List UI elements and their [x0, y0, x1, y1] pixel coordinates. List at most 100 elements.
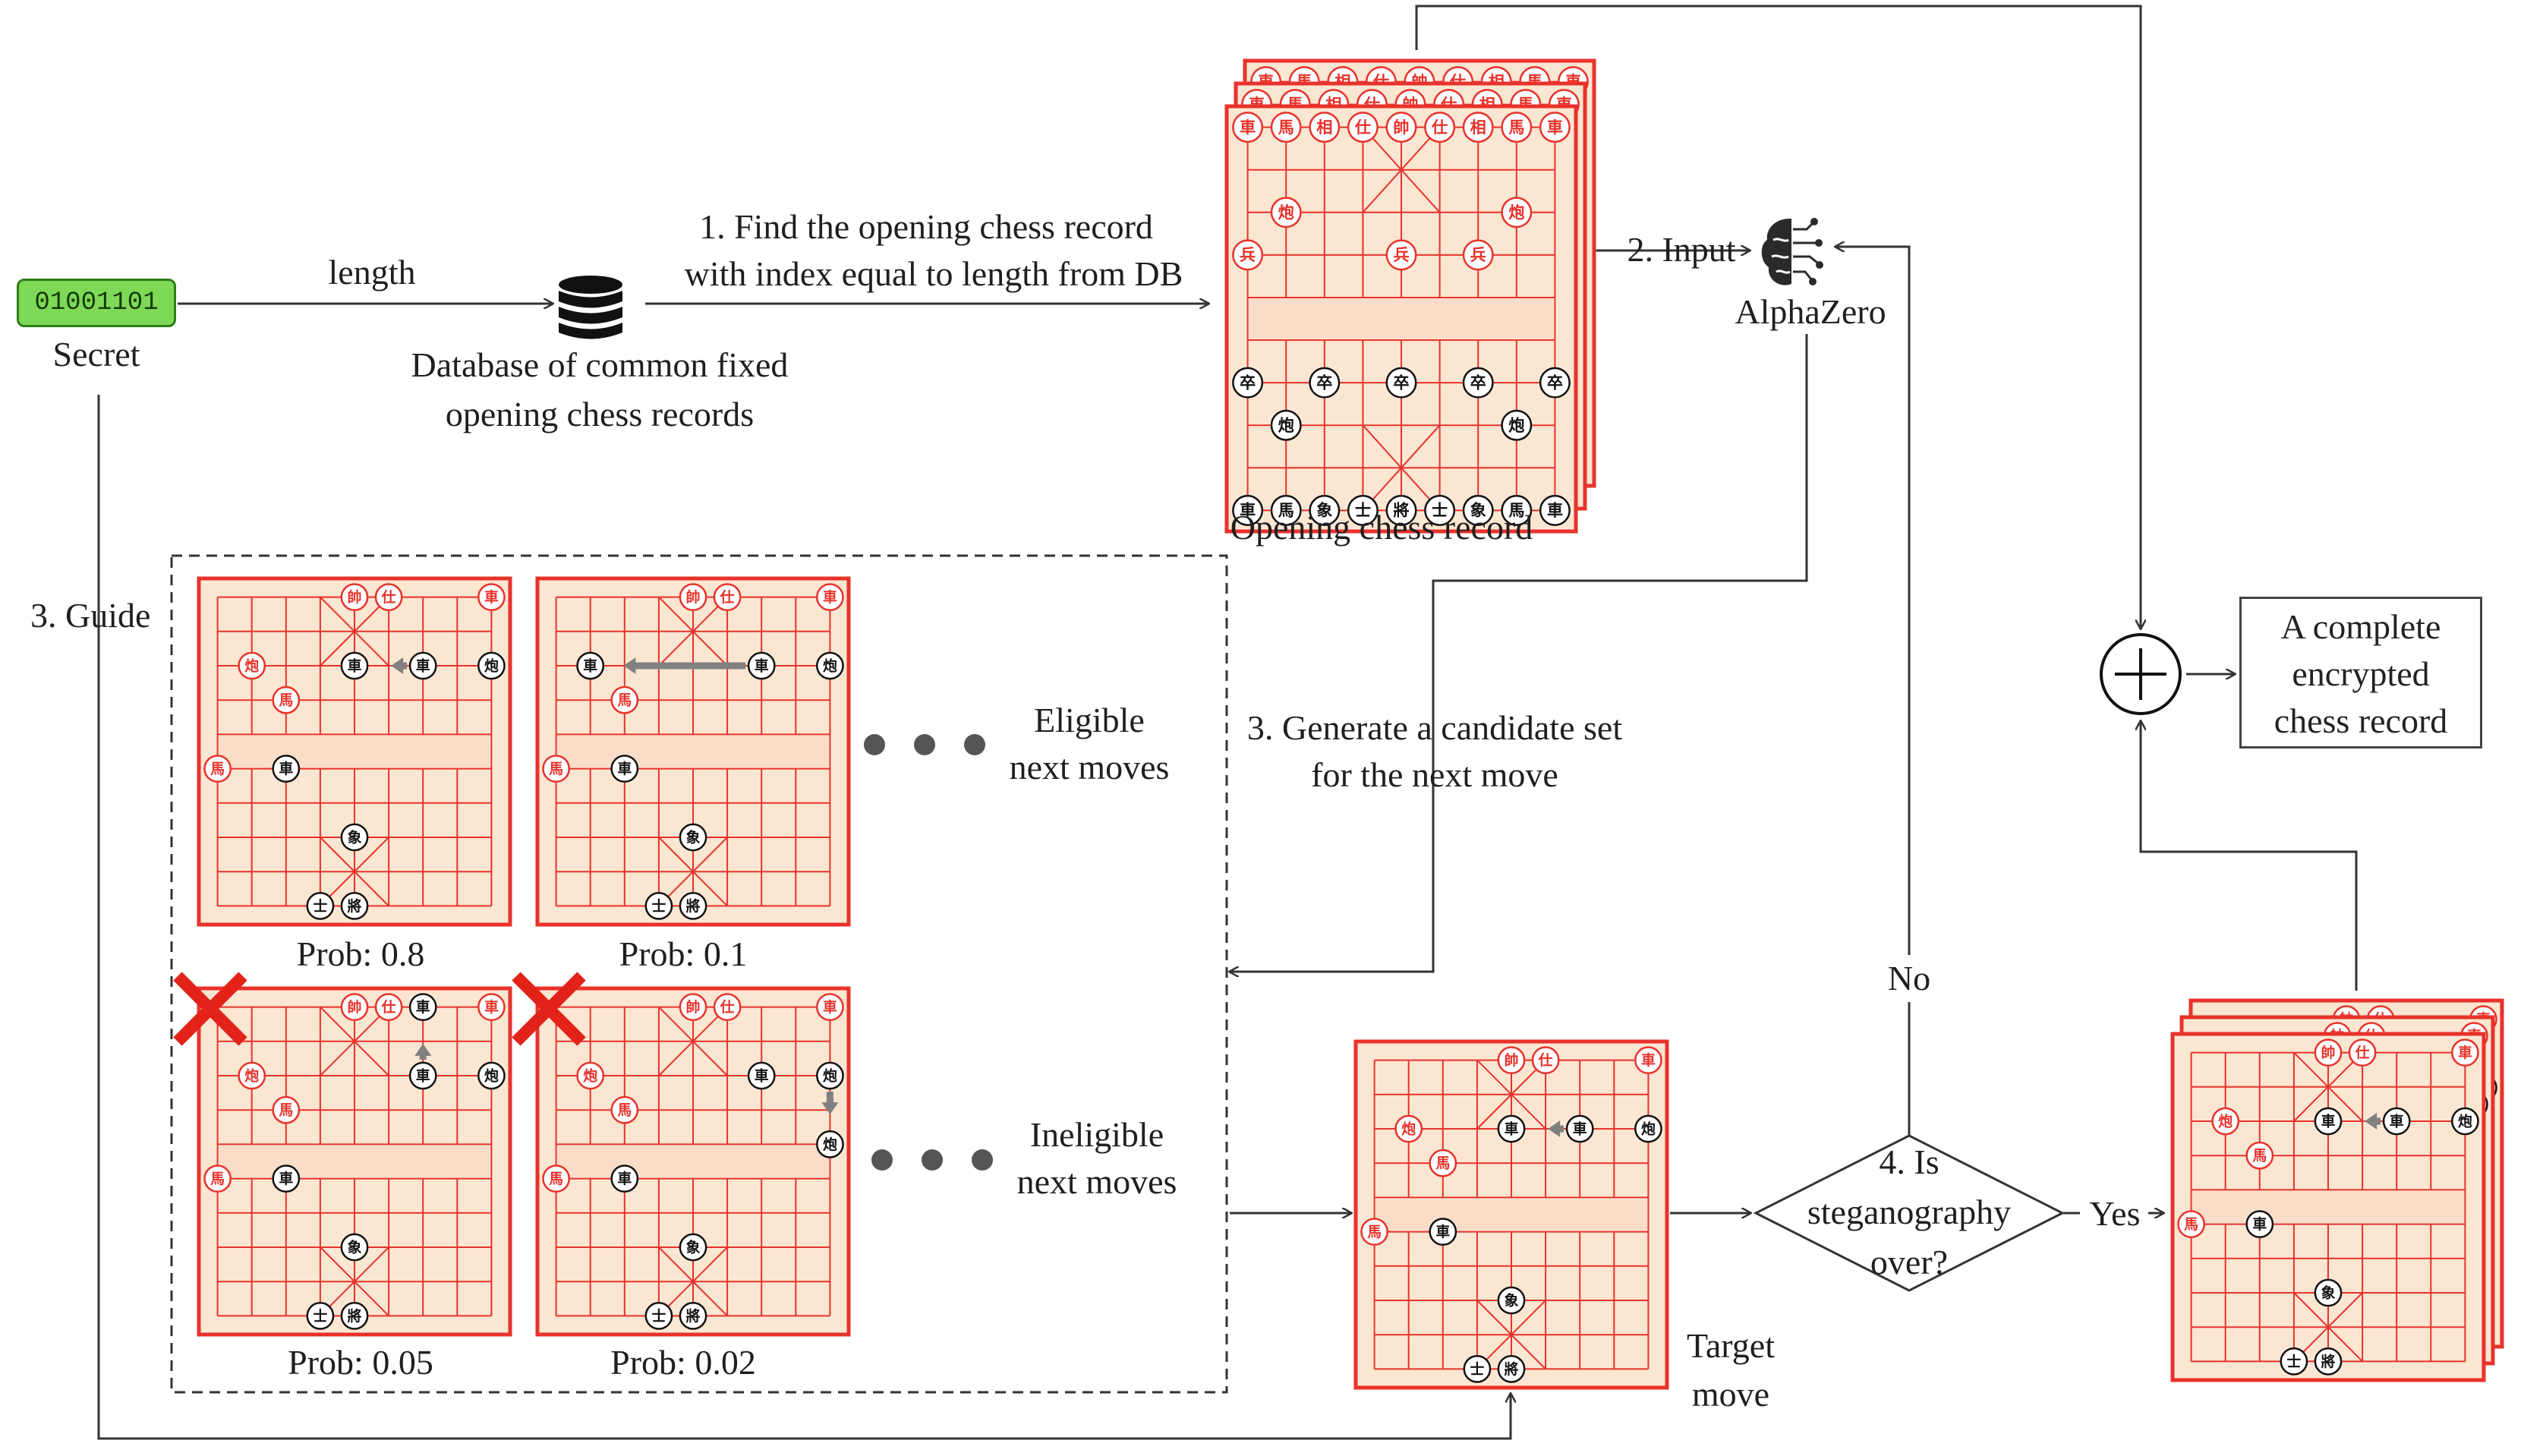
- red-piece: 相: [1462, 112, 1494, 143]
- red-piece: 馬: [203, 755, 232, 783]
- red-piece: 馬: [1501, 112, 1533, 143]
- black-piece: 炮: [477, 651, 506, 680]
- svg-text:仕: 仕: [2355, 1044, 2370, 1061]
- svg-text:車: 車: [416, 998, 430, 1016]
- step1-line1: 1. Find the opening chess record: [699, 207, 1153, 246]
- black-piece: 車: [1565, 1114, 1594, 1143]
- black-piece: 車: [1497, 1114, 1526, 1143]
- svg-text:象: 象: [1470, 501, 1486, 520]
- red-piece: 帥: [1385, 112, 1417, 143]
- black-piece: 車: [408, 651, 437, 680]
- no-label: No: [1875, 955, 1943, 1002]
- black-piece: 車: [1232, 494, 1264, 526]
- step1-line2: with index equal to length from DB: [684, 254, 1183, 293]
- svg-text:士: 士: [651, 898, 666, 915]
- red-piece: 炮: [238, 1061, 266, 1090]
- svg-text:士: 士: [1470, 1361, 1484, 1378]
- result-line2: encrypted: [2292, 654, 2430, 693]
- svg-text:帥: 帥: [686, 998, 701, 1016]
- svg-text:炮: 炮: [2458, 1113, 2472, 1130]
- svg-text:車: 車: [416, 657, 430, 675]
- move-arrow: [391, 657, 408, 674]
- candidate-board-4: 帥仕車炮馬馬車象士將炮車炮: [535, 986, 851, 1337]
- svg-text:將: 將: [2321, 1353, 2336, 1370]
- svg-text:卒: 卒: [1393, 373, 1409, 392]
- circled-plus-icon: [2100, 633, 2182, 715]
- svg-text:炮: 炮: [244, 1067, 259, 1085]
- svg-text:士: 士: [313, 1308, 327, 1325]
- candidate-board-3: 帥仕車炮馬馬車象士將炮車車: [197, 986, 512, 1337]
- red-piece: 帥: [679, 583, 707, 611]
- red-piece: 車: [477, 583, 506, 611]
- svg-text:帥: 帥: [686, 588, 701, 606]
- red-x-icon: [173, 972, 247, 1046]
- final-record-board: 帥仕車炮馬馬車象士將炮車車: [2170, 1032, 2486, 1382]
- svg-text:兵: 兵: [1470, 246, 1486, 264]
- svg-text:炮: 炮: [1401, 1120, 1416, 1138]
- svg-text:將: 將: [686, 897, 701, 915]
- ineligible-line1: Ineligible: [1029, 1115, 1164, 1154]
- candidate-prob-2: Prob: 0.1: [619, 934, 748, 973]
- black-piece: 炮: [1501, 409, 1533, 441]
- svg-text:車: 車: [1547, 502, 1563, 520]
- svg-text:將: 將: [348, 1307, 362, 1325]
- secret-label: Secret: [52, 335, 140, 373]
- svg-text:車: 車: [484, 588, 499, 606]
- red-piece: 馬: [2177, 1210, 2205, 1238]
- svg-text:將: 將: [1393, 502, 1409, 520]
- svg-text:馬: 馬: [279, 1102, 293, 1119]
- svg-text:帥: 帥: [1393, 118, 1409, 137]
- red-piece: 車: [1232, 112, 1264, 143]
- svg-text:炮: 炮: [1278, 416, 1294, 435]
- svg-text:卒: 卒: [1240, 373, 1256, 392]
- candidate-board-1: 帥仕車炮馬馬車象士將炮車車: [197, 576, 512, 927]
- black-piece: 象: [1462, 494, 1494, 526]
- svg-text:馬: 馬: [617, 1102, 632, 1119]
- black-piece: 車: [747, 651, 776, 680]
- black-piece: 車: [747, 1061, 776, 1090]
- black-piece: 車: [1429, 1218, 1457, 1246]
- svg-text:相: 相: [1316, 118, 1332, 137]
- red-piece: 車: [1634, 1046, 1662, 1074]
- svg-text:仕: 仕: [720, 998, 735, 1016]
- ineligible-line2: next moves: [1016, 1162, 1177, 1201]
- svg-text:士: 士: [313, 898, 327, 915]
- black-piece: 象: [1309, 494, 1341, 526]
- black-piece: 將: [2314, 1347, 2343, 1376]
- guide-label: 3. Guide: [30, 596, 151, 635]
- svg-text:象: 象: [348, 1239, 362, 1256]
- svg-text:相: 相: [1470, 118, 1486, 137]
- arrow-final-to-plus: [2141, 721, 2358, 991]
- secret-bits-box: 01001101: [17, 279, 176, 327]
- svg-text:炮: 炮: [1641, 1120, 1656, 1138]
- red-piece: 兵: [1385, 239, 1417, 271]
- black-piece: 士: [306, 1302, 335, 1330]
- svg-text:車: 車: [1641, 1051, 1656, 1069]
- svg-text:兵: 兵: [1240, 246, 1256, 264]
- svg-text:車: 車: [1240, 118, 1256, 137]
- svg-text:炮: 炮: [1508, 203, 1524, 222]
- svg-text:車: 車: [1435, 1223, 1450, 1240]
- step3-line2: for the next move: [1311, 755, 1558, 794]
- red-piece: 馬: [1360, 1218, 1388, 1246]
- move-arrow: [1548, 1120, 1565, 1137]
- black-piece: 卒: [1462, 367, 1494, 399]
- black-piece: 車: [272, 755, 301, 783]
- red-x-icon: [512, 972, 586, 1046]
- black-piece: 車: [576, 651, 605, 680]
- black-piece: 馬: [1501, 494, 1533, 526]
- svg-text:馬: 馬: [1508, 502, 1524, 520]
- svg-text:象: 象: [686, 1239, 701, 1256]
- step3-line1: 3. Generate a candidate set: [1246, 708, 1623, 747]
- svg-text:車: 車: [1240, 502, 1256, 520]
- svg-text:象: 象: [2321, 1284, 2336, 1302]
- black-piece: 象: [2314, 1278, 2343, 1307]
- red-piece: 炮: [576, 1061, 605, 1090]
- opening-record-board: 車馬相仕帥仕相馬車炮炮兵兵兵卒卒卒卒卒炮炮車馬象士將士象馬車: [1224, 104, 1578, 534]
- svg-text:車: 車: [755, 657, 769, 675]
- red-piece: 馬: [1429, 1149, 1457, 1177]
- black-piece: 炮: [816, 1130, 844, 1158]
- black-piece: 車: [408, 1061, 437, 1090]
- svg-text:兵: 兵: [1393, 246, 1409, 264]
- svg-text:卒: 卒: [1316, 373, 1332, 392]
